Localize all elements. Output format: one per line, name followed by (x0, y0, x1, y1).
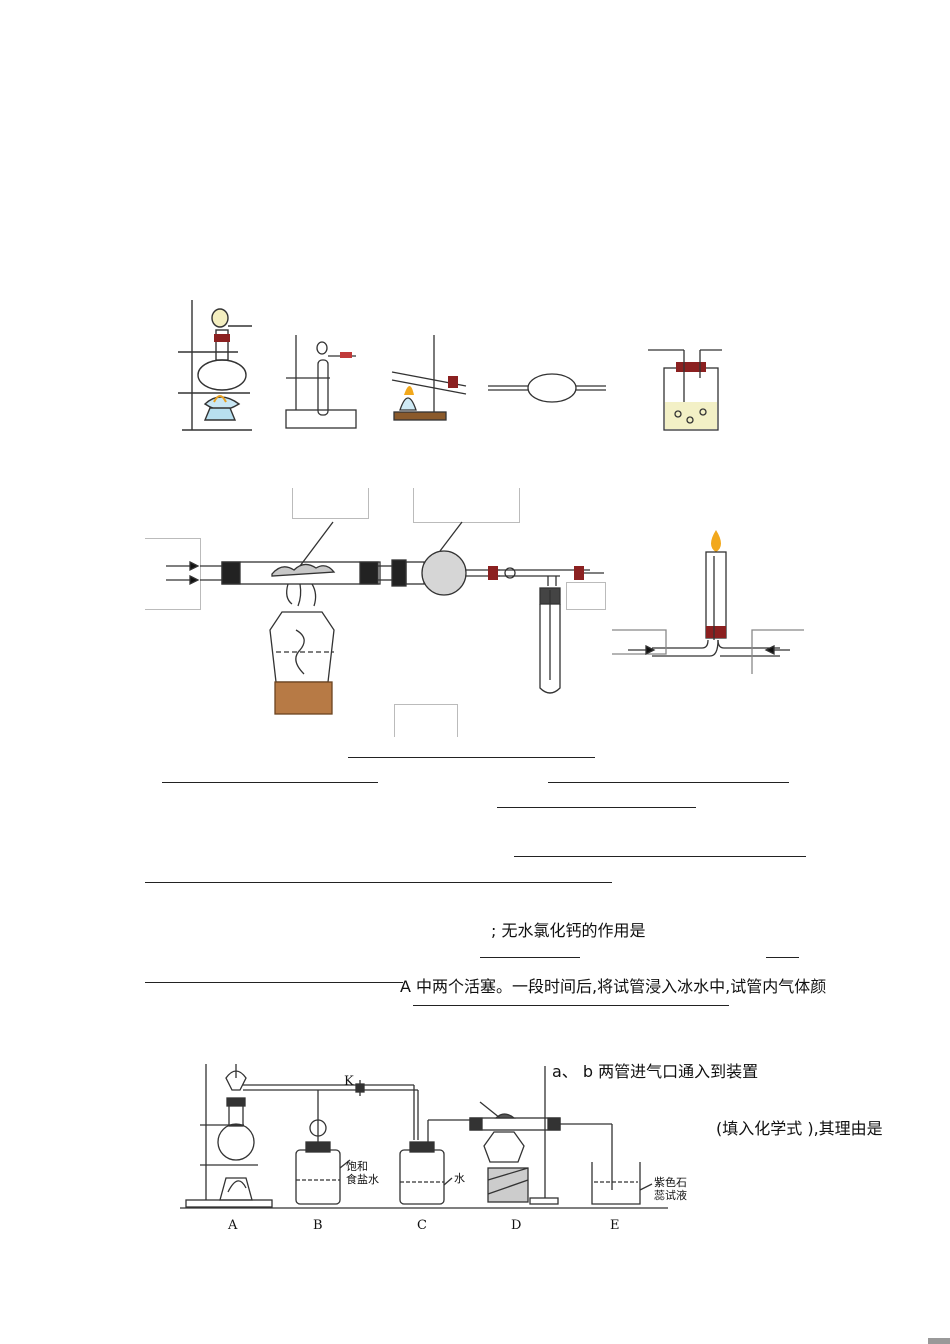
valve-k-label: K (344, 1074, 354, 1089)
answer-line-9[interactable] (145, 982, 403, 983)
label-box-bottom (394, 704, 458, 737)
page-corner-marker (928, 1338, 950, 1344)
valve-operation-text: A 中两个活塞。一段时间后,将试管浸入冰水中,试管内气体颜 (400, 977, 827, 996)
calcium-chloride-question: ; 无水氯化钙的作用是 (491, 921, 646, 940)
candle-tube-icon (612, 530, 804, 674)
answer-line-3[interactable] (548, 782, 789, 783)
label-box-top-right (413, 488, 520, 523)
answer-line-10[interactable] (413, 1005, 729, 1006)
label-box-right (566, 582, 606, 610)
label-d: D (511, 1218, 522, 1233)
bottle-b-label-2: 食盐水 (346, 1173, 379, 1186)
answer-line-1[interactable] (348, 757, 595, 758)
label-e: E (610, 1218, 620, 1233)
test-tube-stand-icon (285, 335, 357, 429)
heated-tube-icon (391, 335, 467, 421)
bottle-c-label: 水 (454, 1172, 465, 1185)
answer-line-7[interactable] (480, 957, 580, 958)
answer-line-6[interactable] (145, 882, 612, 883)
wash-bottle-icon (648, 349, 722, 431)
answer-line-5[interactable] (514, 856, 806, 857)
apparatus-row-figure (178, 300, 722, 431)
answer-line-4[interactable] (497, 807, 696, 808)
answer-line-2[interactable] (162, 782, 378, 783)
label-a: A (228, 1218, 238, 1233)
formula-fill-text: (填入化学式 ),其理由是 (716, 1119, 883, 1138)
beaker-e-label-1: 紫色石 (654, 1176, 687, 1189)
bottle-b-label-1: 饱和 (346, 1160, 368, 1173)
answer-line-8[interactable] (766, 957, 799, 958)
flask-on-stand-icon (178, 300, 252, 431)
inlet-tubes-text: a、 b 两管进气口通入到装置 (552, 1062, 759, 1081)
label-b: B (313, 1218, 323, 1233)
label-box-top-left (292, 488, 369, 519)
drying-bulb-icon (488, 373, 606, 403)
beaker-e-label-2: 蕊试液 (654, 1189, 687, 1202)
reaction-apparatus-figure (166, 521, 804, 715)
label-box-left (145, 538, 201, 610)
label-c: C (417, 1218, 427, 1233)
